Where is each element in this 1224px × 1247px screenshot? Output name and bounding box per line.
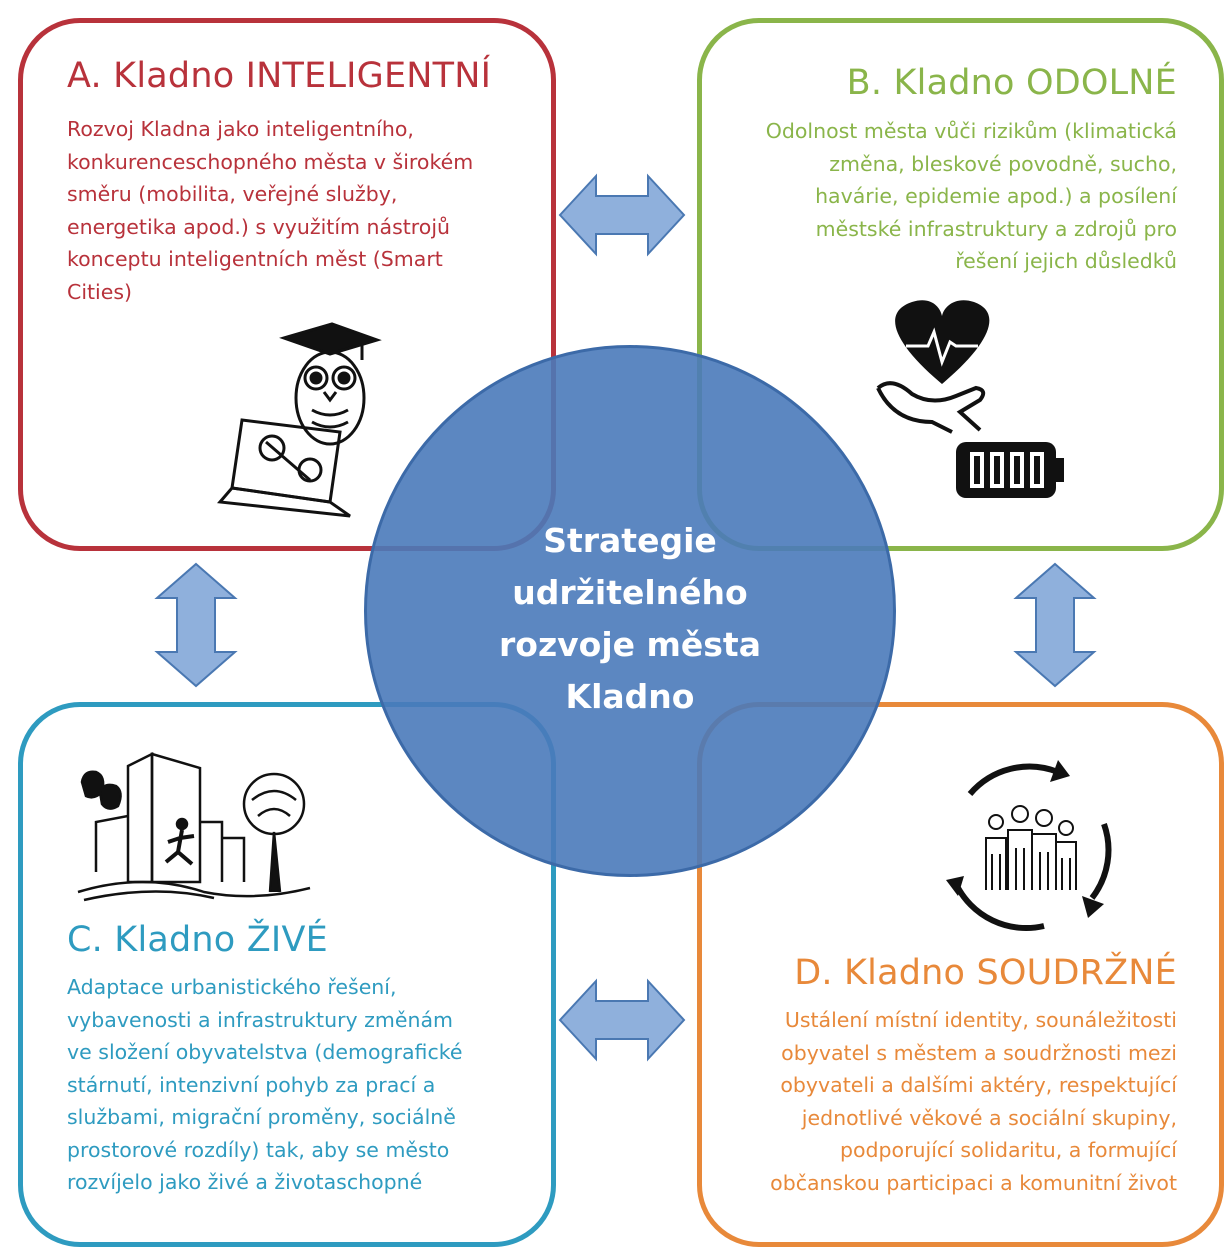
arrow-c-d <box>558 978 686 1062</box>
arrow-a-b <box>558 173 686 257</box>
community-cycle-icon <box>946 760 1112 931</box>
card-odolne <box>697 18 1224 551</box>
card-c-description: Adaptace urbanistického řešení, vybaveno… <box>67 975 463 1194</box>
card-b-description: Odolnost města vůči rizikům (klimatická … <box>765 119 1177 273</box>
heart-hand-battery-icon <box>876 300 1064 498</box>
card-d-title: D. Kladno SOUDRŽNÉ <box>794 953 1177 993</box>
card-b-title: B. Kladno ODOLNÉ <box>846 63 1177 103</box>
arrow-b-d <box>1013 562 1097 688</box>
card-d-description: Ustálení místní identity, sounáležitosti… <box>770 1008 1177 1195</box>
owl-laptop-icon <box>217 322 382 518</box>
city-runner-tree-icon <box>77 751 311 902</box>
card-a-title: A. Kladno INTELIGENTNÍ <box>67 56 492 96</box>
card-a-description: Rozvoj Kladna jako inteligentního, konku… <box>67 117 474 304</box>
card-inteligentni <box>18 18 556 551</box>
arrow-a-c <box>154 562 238 688</box>
card-c-title: C. Kladno ŽIVÉ <box>67 920 328 960</box>
strategy-title: Strategie udržitelného rozvoje města Kla… <box>499 521 761 716</box>
strategy-circle <box>364 345 896 877</box>
